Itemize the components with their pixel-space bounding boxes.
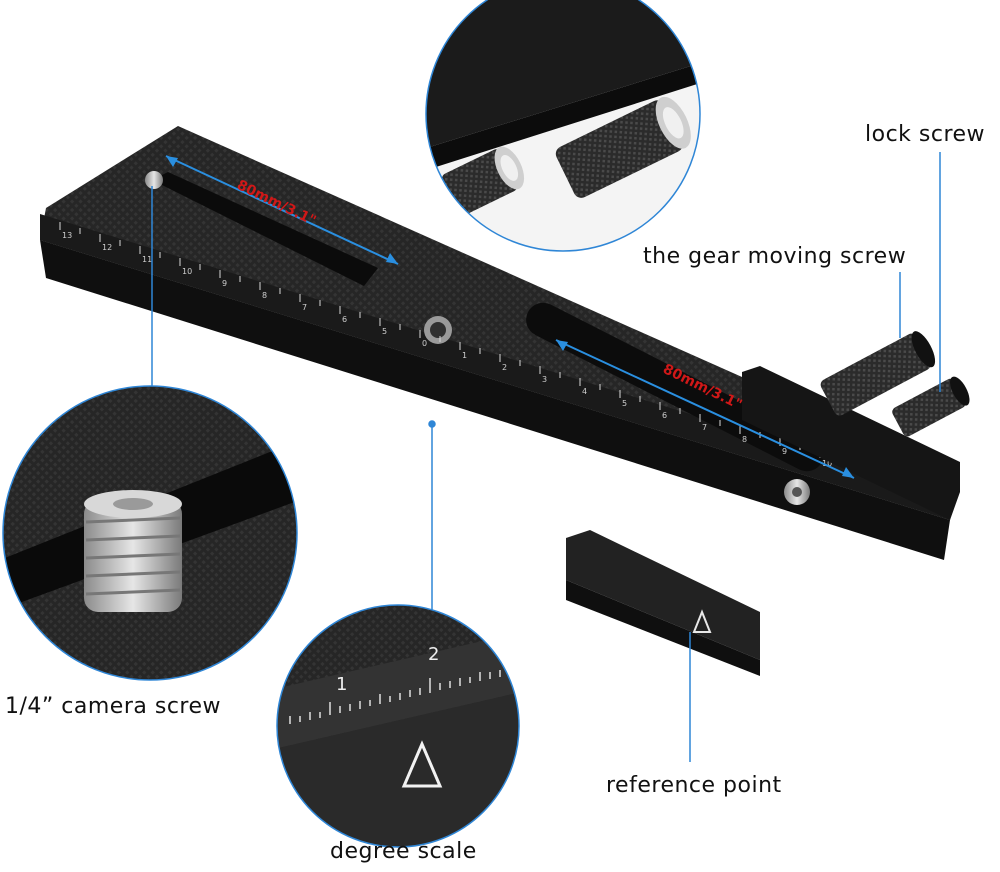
tick-right-6: 6	[662, 411, 667, 420]
tick-left-8: 8	[262, 291, 267, 300]
clamp-carriage	[566, 366, 960, 676]
tick-right-7: 7	[702, 423, 707, 432]
tick-right-9: 9	[782, 447, 787, 456]
zoom-reference-triangle-icon	[401, 740, 443, 788]
tick-left-10: 10	[182, 267, 192, 276]
tick-right-8: 8	[742, 435, 747, 444]
zoom-degree-scale-inset: 1 2	[276, 604, 520, 848]
zoom-tick-1: 1	[336, 674, 347, 695]
tick-left-0: 0	[422, 339, 427, 348]
label-degree-scale: degree scale	[330, 839, 477, 864]
zoom-knobs-inset	[425, 0, 701, 252]
zoom-tick-2: 2	[428, 644, 439, 665]
tick-right-4: 4	[582, 387, 587, 396]
leader-lines	[151, 152, 941, 762]
label-gear-moving-screw: the gear moving screw	[643, 244, 907, 269]
tick-left-12: 12	[102, 243, 112, 252]
label-reference-point: reference point	[606, 773, 782, 798]
tick-left-7: 7	[302, 303, 307, 312]
top-slot	[152, 172, 378, 286]
tick-right-10: 10	[822, 459, 832, 468]
label-camera-screw: 1/4” camera screw	[5, 694, 222, 719]
center-screw-hole	[424, 316, 452, 344]
knob-lock	[892, 376, 970, 437]
tick-left-11: 11	[142, 255, 152, 264]
tick-right-2: 2	[502, 363, 507, 372]
tick-left-13: 13	[62, 231, 72, 240]
knob-gear-moving	[820, 331, 936, 416]
tick-left-9: 9	[222, 279, 227, 288]
reference-triangle-icon	[692, 609, 712, 633]
tick-right-1: 1	[462, 351, 467, 360]
zoom-camera-screw-inset	[2, 385, 298, 681]
tick-left-5: 5	[382, 327, 387, 336]
tick-left-6: 6	[342, 315, 347, 324]
tick-right-3: 3	[542, 375, 547, 384]
tick-right-5: 5	[622, 399, 627, 408]
label-lock-screw: lock screw	[865, 122, 986, 147]
